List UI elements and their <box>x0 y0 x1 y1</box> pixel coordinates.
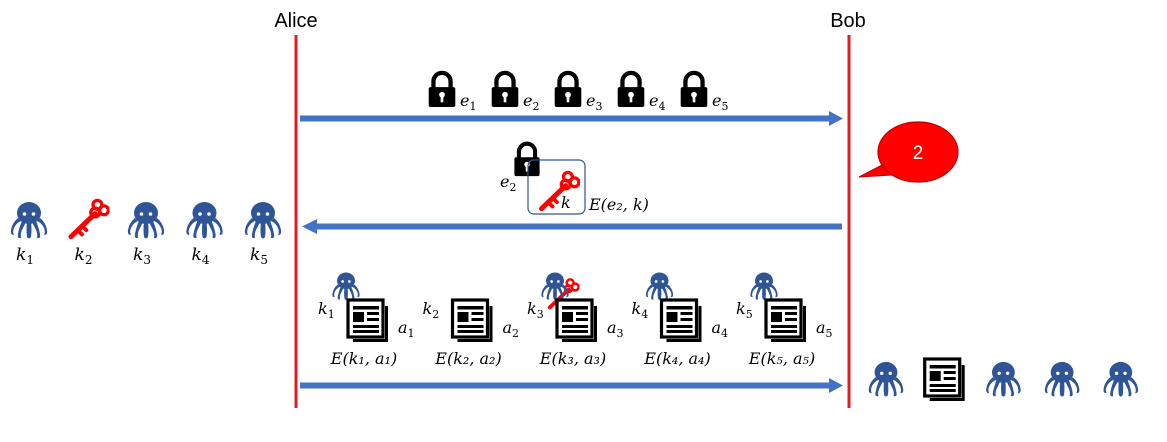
message2-lock-label: e2 <box>500 172 516 194</box>
item-doc-label: a1 <box>398 318 415 340</box>
message2-arrow <box>302 219 842 234</box>
document-icon <box>923 357 967 402</box>
message1-arrow <box>300 111 843 126</box>
alice-key-label: k4 <box>192 245 210 267</box>
item-ciphertext: E(k₁, a₁) <box>330 349 397 368</box>
alice-key-label: k2 <box>75 245 93 267</box>
lock-icon <box>429 73 456 107</box>
item-doc-label: a3 <box>607 318 624 340</box>
step-number: 2 <box>913 143 924 164</box>
message1-locks: e1 e2 e3 e4 e5 <box>429 73 728 113</box>
item-key-label: k3 <box>527 299 544 321</box>
message2-payload: e2 k E(e₂, k) <box>500 144 649 215</box>
item-doc-label: a2 <box>503 318 520 340</box>
document-icon <box>659 298 704 343</box>
octopus-icon <box>127 202 165 239</box>
item-doc-label: a4 <box>712 318 729 340</box>
encrypted-item: k5 a5E(k₅, a₅) <box>736 272 833 368</box>
item-key-label: k1 <box>318 299 335 321</box>
bob-result <box>868 357 1139 402</box>
lock-label: e5 <box>712 91 728 113</box>
document-icon <box>555 298 599 343</box>
item-doc-label: a5 <box>816 318 833 340</box>
encrypted-item: k4 a4E(k₄, a₄) <box>632 272 729 368</box>
lock-label: e3 <box>586 91 602 113</box>
alice-label: Alice <box>274 10 317 32</box>
lock-icon <box>555 73 582 107</box>
item-ciphertext: E(k₂, a₂) <box>434 349 501 368</box>
lock-icon <box>681 73 708 107</box>
bob-label: Bob <box>830 10 866 32</box>
lock-icon <box>492 73 519 107</box>
octopus-icon <box>332 272 360 300</box>
item-key-label: k2 <box>423 299 440 321</box>
key-icon <box>71 200 108 236</box>
alice-keys: k1 k2 k3 k4 k5 <box>10 200 282 267</box>
item-key-label: k5 <box>736 299 753 321</box>
item-ciphertext: E(k₄, a₄) <box>643 349 710 368</box>
octopus-icon <box>244 202 282 239</box>
step-badge: 2 <box>858 121 959 183</box>
message2-key-label: k <box>561 193 571 212</box>
lock-icon <box>618 73 645 107</box>
alice-key-label: k5 <box>250 245 268 267</box>
octopus-icon <box>10 202 48 239</box>
item-ciphertext: E(k₃, a₃) <box>539 349 606 368</box>
item-ciphertext: E(k₅, a₅) <box>748 349 815 368</box>
octopus-icon <box>868 361 904 397</box>
encrypted-item: k1 a1E(k₁, a₁) <box>318 272 415 368</box>
lock-label: e1 <box>460 91 476 113</box>
octopus-icon <box>1044 361 1080 397</box>
octopus-icon <box>186 202 223 239</box>
item-key-label: k4 <box>632 299 649 321</box>
document-icon <box>450 298 495 343</box>
octopus-icon <box>750 272 778 300</box>
alice-key-label: k3 <box>133 245 151 267</box>
alice-key-label: k1 <box>16 245 34 267</box>
octopus-icon <box>986 361 1021 397</box>
octopus-icon <box>1103 361 1139 397</box>
message3-arrow <box>300 378 843 393</box>
locked-box <box>527 159 586 215</box>
document-icon <box>346 298 390 343</box>
lock-label: e2 <box>523 91 539 113</box>
encrypted-item: k2 a2E(k₂, a₂) <box>423 277 580 368</box>
octopus-icon <box>645 272 674 300</box>
document-icon <box>764 298 808 343</box>
encrypted-item: k3 a3E(k₃, a₃) <box>527 272 624 368</box>
lock-label: e4 <box>649 91 665 113</box>
message2-ciphertext: E(e₂, k) <box>588 195 649 214</box>
